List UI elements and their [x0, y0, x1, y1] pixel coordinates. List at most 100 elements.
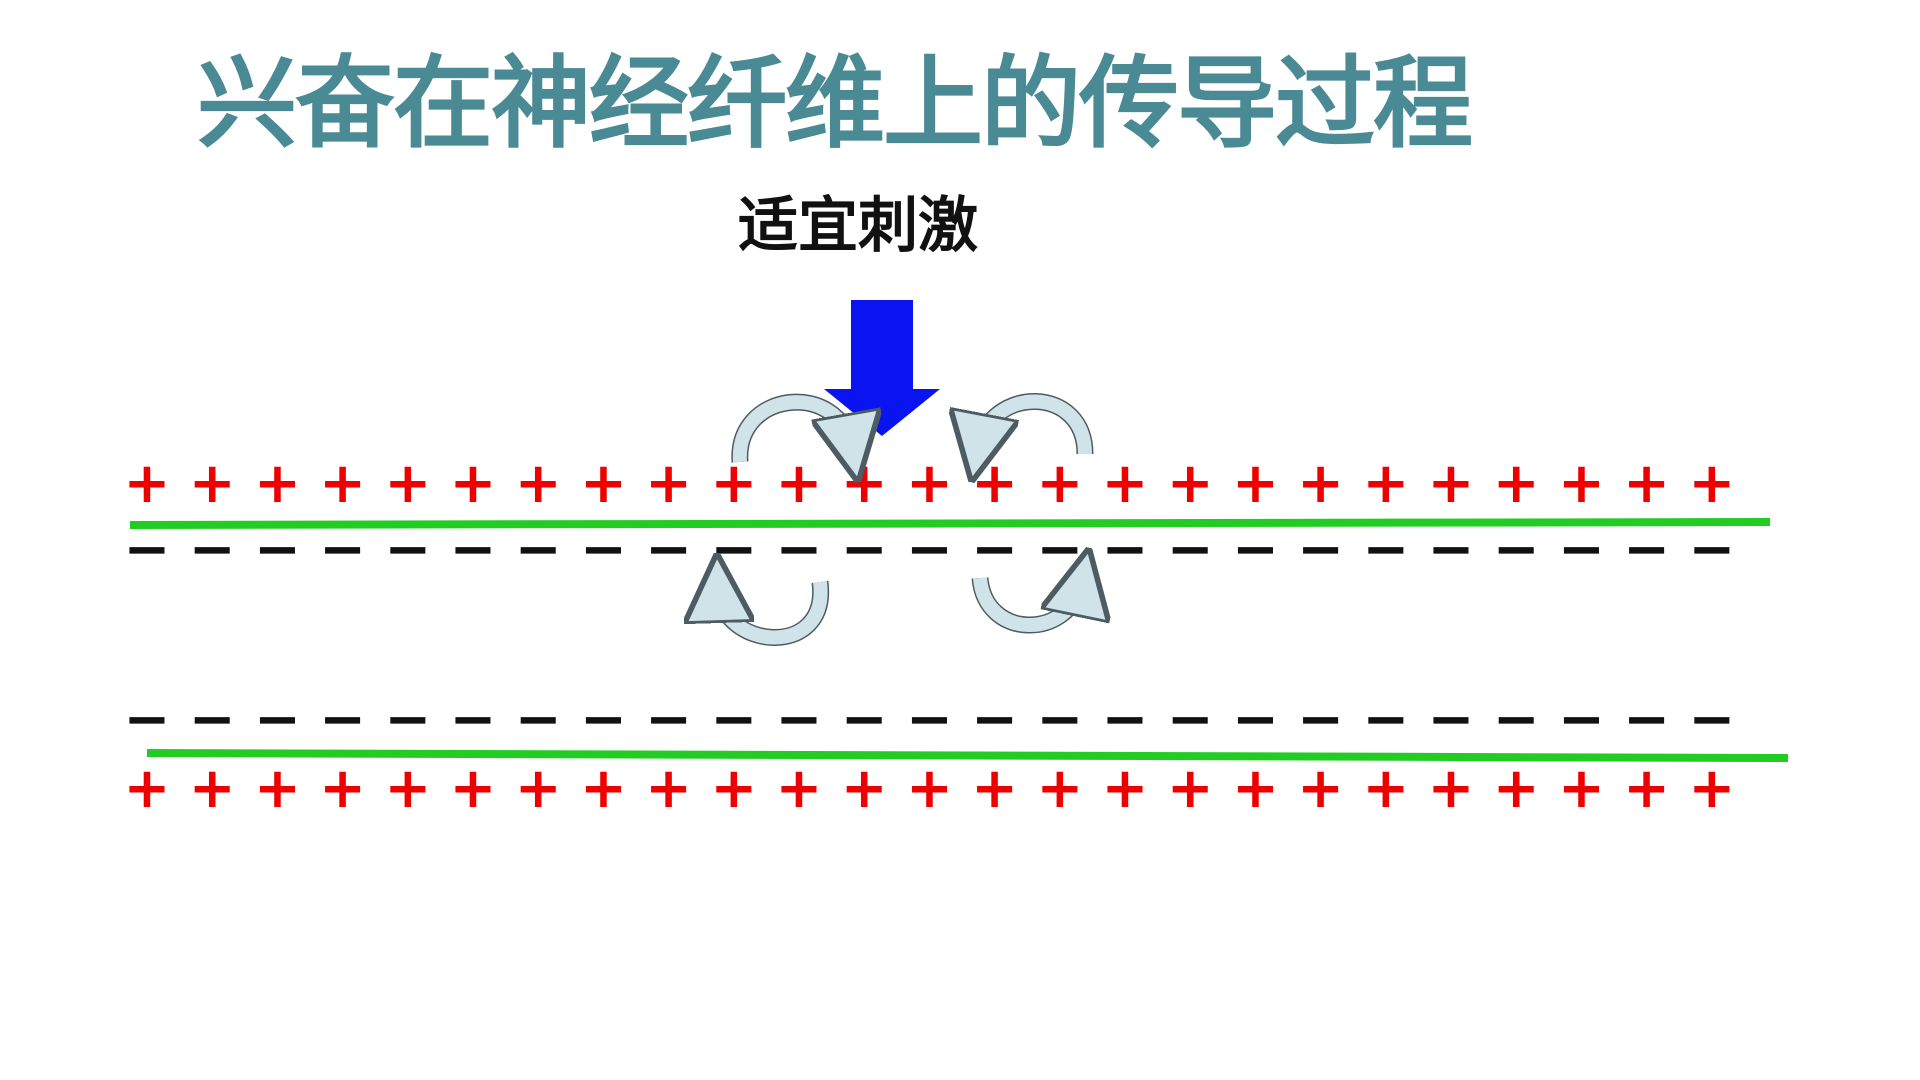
negative-charge: − [1558, 687, 1605, 752]
upper-membrane: +++++++++++++++++++++++++ −−−−−−−−−−−−−−… [124, 451, 1771, 582]
positive-charge: + [1297, 451, 1344, 516]
negative-charge: − [1688, 517, 1735, 582]
positive-charge: + [189, 756, 236, 821]
positive-charge: + [580, 451, 627, 516]
lower-inside-charges: −−−−−−−−−−−−−−−−−−−−−−−−− [124, 687, 1736, 752]
positive-charge: + [906, 451, 953, 516]
negative-charge: − [645, 687, 692, 752]
negative-charge: − [1493, 517, 1540, 582]
negative-charge: − [1036, 687, 1083, 752]
negative-charge: − [254, 517, 301, 582]
negative-charge: − [841, 517, 888, 582]
negative-charge: − [189, 687, 236, 752]
page-title: 兴奋在神经纤维上的传导过程 [197, 45, 1473, 162]
negative-charge: − [1167, 687, 1214, 752]
positive-charge: + [1558, 451, 1605, 516]
positive-charge: + [189, 451, 236, 516]
positive-charge: + [906, 756, 953, 821]
positive-charge: + [319, 756, 366, 821]
positive-charge: + [319, 451, 366, 516]
positive-charge: + [1167, 756, 1214, 821]
positive-charge: + [1558, 756, 1605, 821]
negative-charge: − [776, 687, 823, 752]
lower-membrane: −−−−−−−−−−−−−−−−−−−−−−−−− + + + + + + + + + + + + + +… [124, 687, 1789, 821]
positive-charge: + [1362, 756, 1409, 821]
positive-charge: + [971, 451, 1018, 516]
negative-charge: − [1102, 687, 1149, 752]
upper-inside-charges: −−−−−−−−−−−−−−−−−−−−−−−−− [124, 517, 1736, 582]
negative-charge: − [1036, 517, 1083, 582]
negative-charge: − [580, 687, 627, 752]
negative-charge: − [971, 687, 1018, 752]
positive-charge: + [776, 451, 823, 516]
positive-charge: + [645, 451, 692, 516]
positive-charge: + [1428, 451, 1475, 516]
positive-charge: + [841, 451, 888, 516]
positive-charge: + [1362, 451, 1409, 516]
lower-outside-charges: +++++++++++++++++++++++++ [124, 756, 1736, 821]
negative-charge: − [319, 687, 366, 752]
positive-charge: + [1297, 756, 1344, 821]
negative-charge: − [319, 517, 366, 582]
stimulus-label: 适宜刺激 [738, 191, 978, 261]
negative-charge: − [450, 517, 497, 582]
curved-arrow-icon [732, 395, 852, 462]
positive-charge: + [1623, 756, 1670, 821]
curved-arrow-icon [973, 578, 1082, 632]
negative-charge: − [515, 517, 562, 582]
positive-charge: + [1688, 451, 1735, 516]
negative-charge: − [645, 517, 692, 582]
negative-charge: − [1623, 687, 1670, 752]
negative-charge: − [906, 687, 953, 752]
positive-charge: + [515, 756, 562, 821]
negative-charge: − [515, 687, 562, 752]
upper-outside-charges: +++++++++++++++++++++++++ [124, 451, 1736, 516]
positive-charge: + [776, 756, 823, 821]
curved-arrow-icon [718, 582, 828, 645]
curved-arrow-icon [978, 394, 1092, 454]
positive-charge: + [710, 756, 757, 821]
negative-charge: − [384, 517, 431, 582]
negative-charge: − [1688, 687, 1735, 752]
positive-charge: + [1167, 451, 1214, 516]
negative-charge: − [1362, 517, 1409, 582]
positive-charge: + [645, 756, 692, 821]
positive-charge: + [124, 756, 171, 821]
positive-charge: + [450, 756, 497, 821]
negative-charge: − [1428, 517, 1475, 582]
positive-charge: + [1623, 451, 1670, 516]
negative-charge: − [1102, 517, 1149, 582]
positive-charge: + [1688, 756, 1735, 821]
negative-charge: − [1493, 687, 1540, 752]
positive-charge: + [384, 451, 431, 516]
local-current-arrows [718, 393, 1092, 646]
negative-charge: − [710, 687, 757, 752]
positive-charge: + [124, 451, 171, 516]
positive-charge: + [1232, 756, 1279, 821]
positive-charge: + [1102, 451, 1149, 516]
positive-charge: + [254, 451, 301, 516]
negative-charge: − [1297, 687, 1344, 752]
positive-charge: + [515, 451, 562, 516]
negative-charge: − [776, 517, 823, 582]
positive-charge: + [1428, 756, 1475, 821]
down-arrow-icon [824, 300, 940, 436]
negative-charge: − [384, 687, 431, 752]
positive-charge: + [450, 451, 497, 516]
positive-charge: + [841, 756, 888, 821]
negative-charge: − [124, 687, 171, 752]
positive-charge: + [254, 756, 301, 821]
positive-charge: + [1493, 756, 1540, 821]
negative-charge: − [1558, 517, 1605, 582]
negative-charge: − [841, 687, 888, 752]
negative-charge: − [1232, 517, 1279, 582]
positive-charge: + [971, 756, 1018, 821]
lower-membrane-line [146, 749, 1789, 762]
positive-charge: + [1036, 756, 1083, 821]
negative-charge: − [254, 687, 301, 752]
positive-charge: + [1232, 451, 1279, 516]
upper-membrane-line [129, 518, 1771, 529]
negative-charge: − [1428, 687, 1475, 752]
positive-charge: + [384, 756, 431, 821]
